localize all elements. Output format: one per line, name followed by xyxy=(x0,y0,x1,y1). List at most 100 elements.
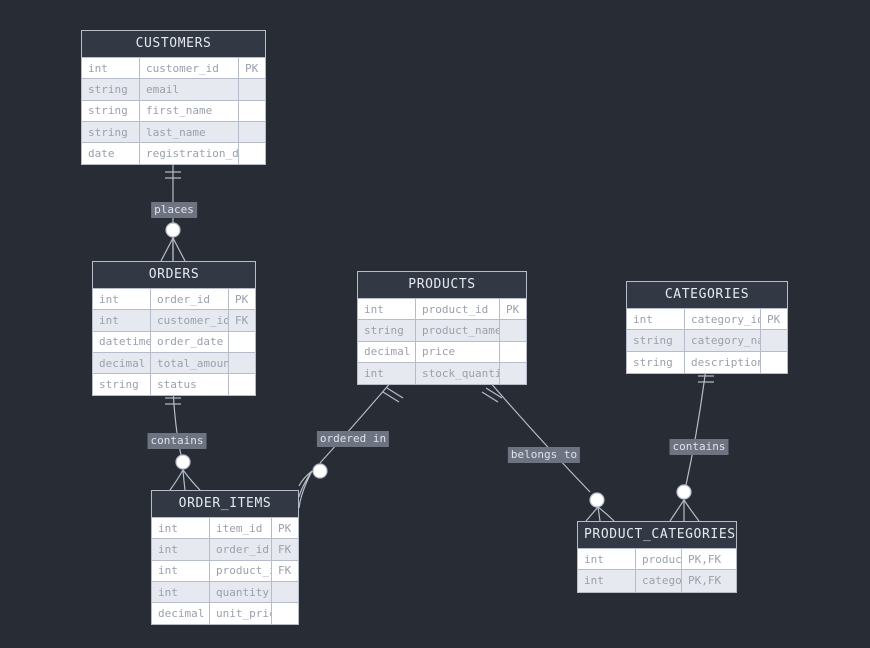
attribute-name: item_id xyxy=(210,518,272,539)
attribute-name: product_id xyxy=(210,560,272,581)
attribute-key xyxy=(229,374,255,395)
attribute-name: email xyxy=(140,79,239,100)
attribute-key xyxy=(272,582,298,602)
attribute-key: PK,FK xyxy=(688,574,722,588)
attribute-type: int xyxy=(358,299,416,320)
attribute-type: datetime xyxy=(93,331,151,352)
attribute-name: price xyxy=(416,341,500,362)
attribute-name: status xyxy=(151,374,229,396)
attribute-key: PK xyxy=(235,292,249,306)
attribute-key xyxy=(500,363,526,384)
attribute-name: order_id xyxy=(210,539,272,560)
attribute-type: int xyxy=(578,570,636,592)
attribute-key: PK xyxy=(506,302,520,316)
attribute-type: int xyxy=(152,518,210,539)
attribute-key xyxy=(229,332,255,352)
attribute-name: customer_id xyxy=(151,310,229,331)
attribute-key xyxy=(500,342,526,362)
attribute-key xyxy=(500,320,526,340)
attribute-key: PK xyxy=(767,312,781,326)
attribute-type: string xyxy=(93,374,151,396)
attribute-type: decimal xyxy=(152,603,210,625)
attribute-key xyxy=(239,143,265,164)
attribute-key xyxy=(761,330,787,350)
attribute-key xyxy=(761,352,787,373)
attribute-type: string xyxy=(627,351,685,373)
attribute-name: total_amount xyxy=(151,352,229,374)
attribute-type: int xyxy=(82,58,140,79)
entity-title: CATEGORIES xyxy=(627,282,787,309)
attribute-type: int xyxy=(578,549,636,570)
attribute-type: decimal xyxy=(358,341,416,362)
attribute-name: last_name xyxy=(140,121,239,143)
attribute-type: string xyxy=(627,330,685,351)
attribute-type: string xyxy=(82,121,140,143)
attribute-name: registration_date xyxy=(140,143,239,165)
attribute-type: int xyxy=(627,309,685,330)
attribute-name: description xyxy=(685,351,761,373)
entity-title: PRODUCT_CATEGORIES xyxy=(578,522,736,549)
relationship-label-places: places xyxy=(151,202,197,218)
attribute-type: int xyxy=(93,289,151,310)
attribute-type: int xyxy=(152,581,210,603)
entity-title: ORDER_ITEMS xyxy=(152,491,298,518)
attribute-key xyxy=(239,79,265,99)
attribute-name: category_name xyxy=(685,330,761,351)
attribute-name: product_name xyxy=(416,320,500,341)
attribute-name: customer_id xyxy=(140,58,239,79)
attribute-key: FK xyxy=(278,564,292,578)
attribute-type: int xyxy=(152,539,210,560)
attribute-key xyxy=(229,353,255,373)
entity-title: ORDERS xyxy=(93,262,255,289)
attribute-name: order_id xyxy=(151,289,229,310)
attribute-name: product_id xyxy=(636,549,682,570)
attribute-name: quantity xyxy=(210,581,272,603)
attribute-key: FK xyxy=(278,542,292,556)
relationship-label-contains: contains xyxy=(669,439,729,455)
entity-table-product_categories[interactable]: PRODUCT_CATEGORIESintproduct_idPK,FKintc… xyxy=(577,521,737,593)
attribute-type: decimal xyxy=(93,352,151,374)
relationship-label-belongs-to: belongs to xyxy=(507,447,581,463)
attribute-name: product_id xyxy=(416,299,500,320)
attribute-name: category_id xyxy=(636,570,682,592)
relationship-label-contains: contains xyxy=(147,433,207,449)
attribute-type: string xyxy=(358,320,416,341)
attribute-type: int xyxy=(93,310,151,331)
attribute-key xyxy=(272,603,298,624)
attribute-name: category_id xyxy=(685,309,761,330)
attribute-type: string xyxy=(82,100,140,121)
attribute-key: PK xyxy=(245,61,259,75)
attribute-name: stock_quantity xyxy=(416,362,500,385)
attribute-type: int xyxy=(152,560,210,581)
attribute-key xyxy=(239,101,265,121)
